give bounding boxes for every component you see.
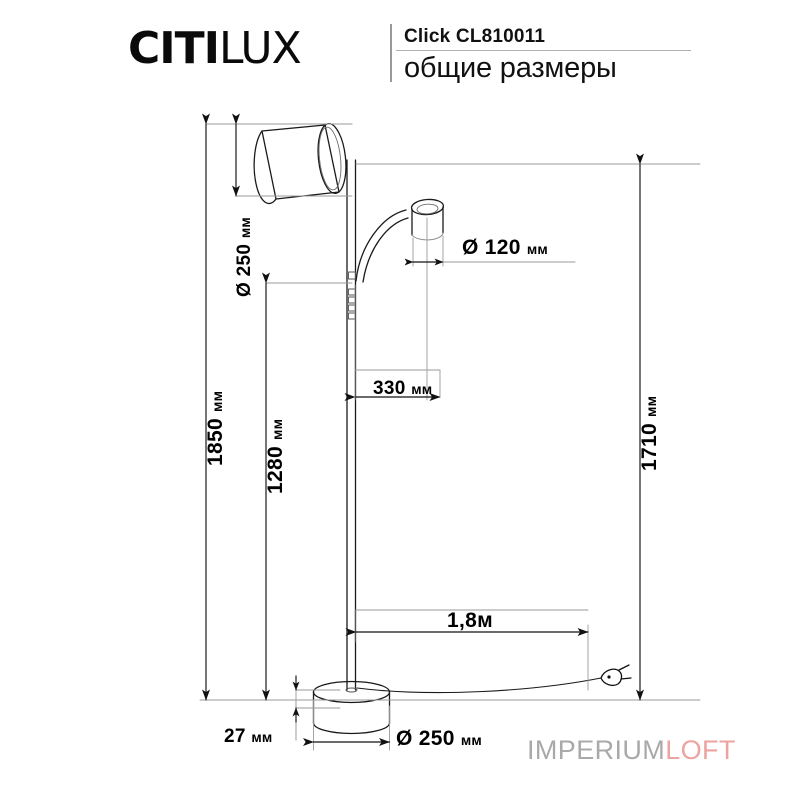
- model-name: Click CL810011: [404, 26, 546, 47]
- watermark-part1: IMPERIUM: [527, 735, 666, 765]
- reading-arm: [355, 209, 409, 283]
- rocker-switch-icon: [348, 271, 356, 320]
- lamp-body: [253, 123, 632, 735]
- watermark-part2: LOFT: [665, 735, 736, 765]
- power-cord: [356, 677, 602, 694]
- dimension-label-main-head-diameter: Ø 250 мм: [234, 217, 255, 297]
- watermark: IMPERIUMLOFT: [527, 735, 736, 766]
- dimension-label-reading-height: 1280 мм: [264, 418, 287, 494]
- main-shade: [253, 123, 347, 205]
- header-divider: [390, 24, 392, 82]
- brand-logo: CITILUX: [128, 27, 302, 71]
- power-plug-icon: [600, 664, 632, 686]
- dimension-label-reading-diameter: Ø 120 мм: [462, 236, 548, 259]
- dimension-label-base-thickness: 27 мм: [224, 726, 273, 747]
- brand-logo-thin: LUX: [219, 23, 302, 74]
- header: CITILUX Click CL810011 общие размеры: [0, 0, 800, 100]
- dimension-label-arm-reach: 330 мм: [373, 378, 433, 399]
- dimension-label-cord-length: 1,8м: [447, 609, 493, 632]
- reading-head: [410, 198, 445, 241]
- dimension-label-right-height: 1710 мм: [638, 395, 661, 471]
- brand-logo-bold: CITI: [128, 23, 220, 74]
- lamp-pole: [346, 159, 357, 691]
- dimension-label-base-diameter: Ø 250 мм: [396, 727, 482, 750]
- page-title: общие размеры: [404, 52, 617, 84]
- dimension-label-total-height: 1850 мм: [204, 390, 227, 466]
- dimension-lines: [202, 113, 644, 746]
- lamp-base: [312, 680, 391, 735]
- header-rule: [396, 50, 691, 51]
